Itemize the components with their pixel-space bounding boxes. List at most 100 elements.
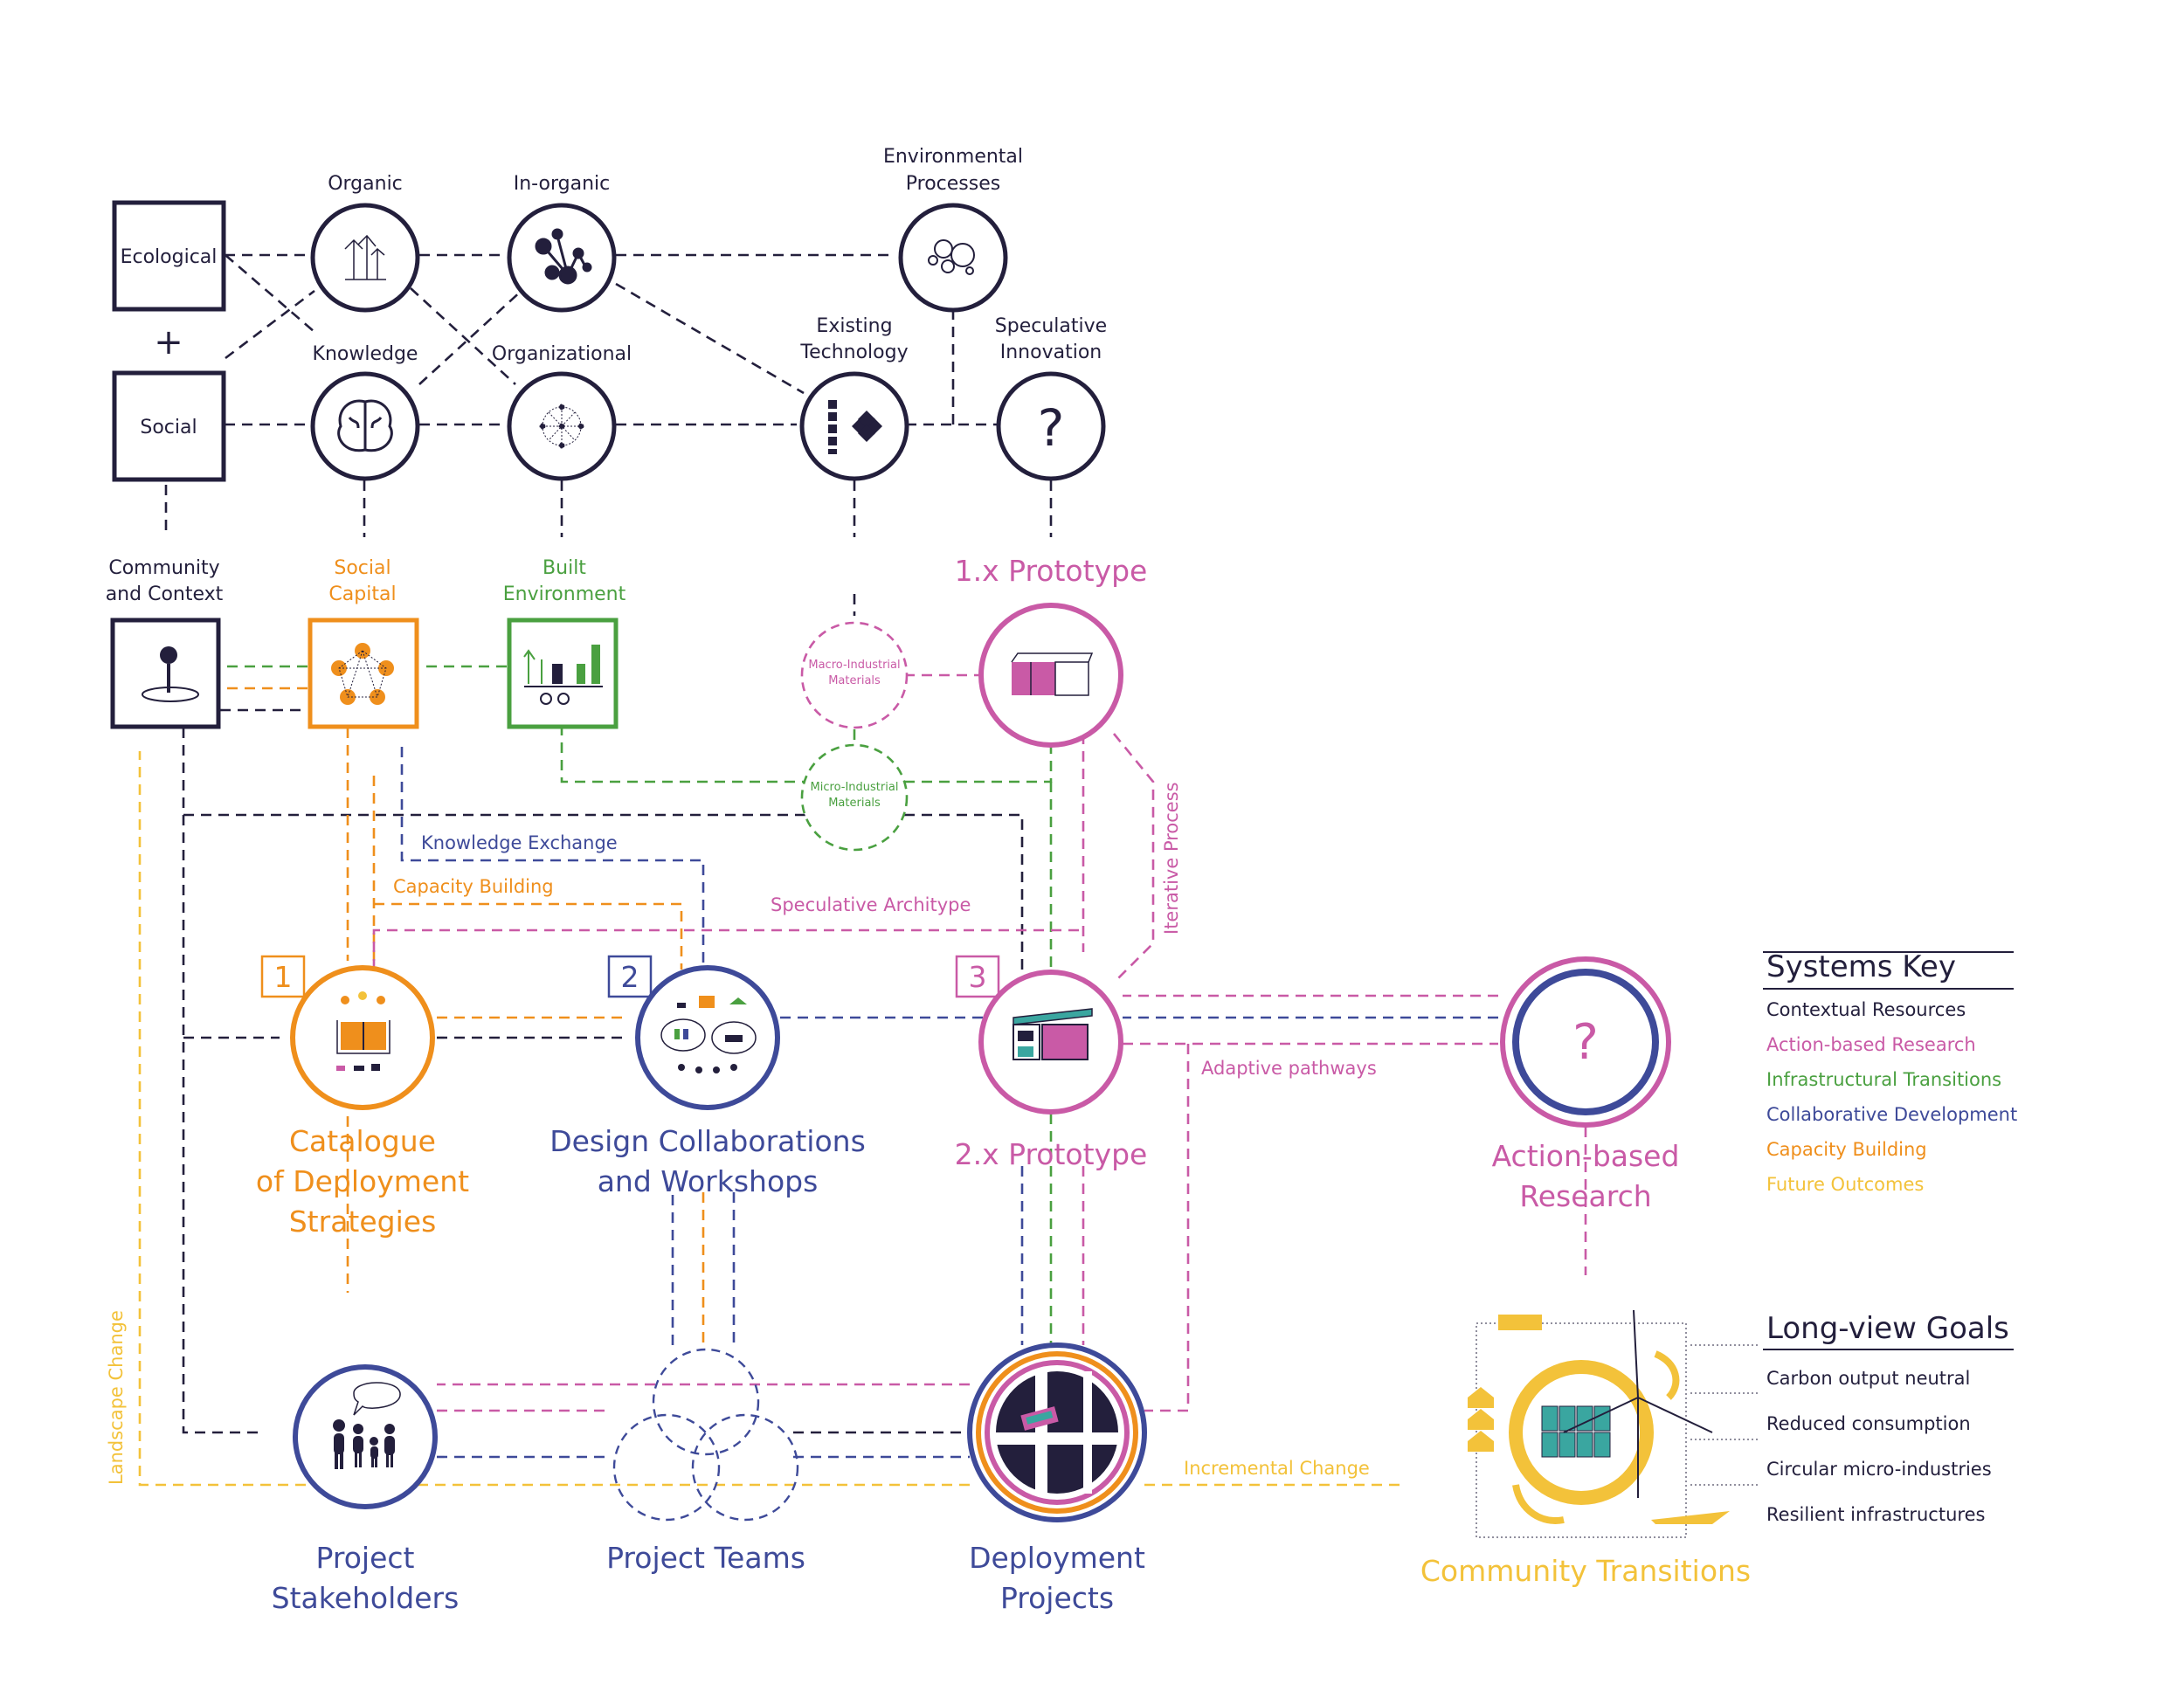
prototype-2x-node: 3 2.x Prototype <box>955 955 1147 1171</box>
connectors <box>138 253 1587 1487</box>
community-transitions-node: Community Transitions <box>1420 1309 1760 1588</box>
action-label-2: Research <box>1519 1179 1651 1213</box>
deployment-label-2: Projects <box>1000 1581 1114 1615</box>
stakeholders-label-1: Project <box>316 1541 415 1575</box>
step-number-1: 1 <box>274 960 293 994</box>
long-view-goal-item: Carbon output neutral <box>1766 1368 1970 1389</box>
bubbles-icon <box>928 239 975 275</box>
macro-industrial-node: Macro-Industrial Materials <box>800 621 909 729</box>
systems-key-item: Collaborative Development <box>1766 1104 2017 1125</box>
social-network-icon <box>331 643 394 705</box>
connector-knowledge-inorganic <box>418 287 525 385</box>
catalogue-label-2: of Deployment <box>256 1164 469 1198</box>
book-icon <box>336 991 390 1071</box>
wind-turbine-icon <box>1563 1309 1713 1498</box>
speculative-architype-label: Speculative Architype <box>771 894 971 915</box>
connector-social-organic <box>225 289 315 360</box>
incremental-change-label: Incremental Change <box>1184 1458 1370 1479</box>
community-label-2: and Context <box>106 583 224 605</box>
community-label-1: Community <box>108 557 219 579</box>
social-box: Social <box>112 370 226 482</box>
action-research-node: ? Action-based Research <box>1492 956 1680 1213</box>
social-capital-label-2: Capital <box>328 583 396 605</box>
design-collaborations-node: 2 Design Collaborations and Workshops <box>549 955 866 1198</box>
existing-technology-node: Existing Technology <box>799 315 909 481</box>
knowledge-label: Knowledge <box>313 343 418 365</box>
question-mark-icon: ? <box>1038 398 1065 458</box>
catalogue-label-1: Catalogue <box>289 1124 436 1158</box>
design-label-2: and Workshops <box>598 1164 819 1198</box>
built-environment-icon <box>523 645 603 705</box>
long-view-goal-item: Reduced consumption <box>1766 1413 1971 1434</box>
systems-key-item: Contextual Resources <box>1766 999 1966 1020</box>
iterative-process-label: Iterative Process <box>1161 782 1182 935</box>
landscape-change-label: Landscape Change <box>106 1310 127 1485</box>
inorganic-node: In-organic <box>507 173 617 313</box>
connector-speculative-architype <box>372 928 1083 970</box>
connector-capacity-building <box>374 902 683 970</box>
building-icon <box>1013 1008 1093 1060</box>
connector-built-micro <box>560 725 805 783</box>
stakeholders-node: Project Stakeholders <box>272 1364 459 1615</box>
deployment-label-1: Deployment <box>969 1541 1145 1575</box>
long-view-goal-item: Circular micro-industries <box>1766 1459 1992 1480</box>
connector-organic-organizational <box>410 287 516 385</box>
systems-key-item: Infrastructural Transitions <box>1766 1069 2001 1090</box>
trees-icon <box>344 234 386 280</box>
adaptive-pathways-label: Adaptive pathways <box>1201 1058 1377 1079</box>
question-mark-icon-2: ? <box>1572 1014 1599 1071</box>
long-view-goal-item: Resilient infrastructures <box>1766 1504 1985 1525</box>
env-processes-label-2: Processes <box>906 173 1000 195</box>
network-icon <box>539 404 584 449</box>
prototype-1x-node: 1.x Prototype <box>955 554 1148 748</box>
houses-icon <box>1468 1387 1730 1524</box>
connector-inorganic-existingtech <box>615 282 805 395</box>
workshop-icon <box>660 996 757 1073</box>
connector-knowledge-exchange <box>400 747 705 970</box>
molecule-icon <box>535 228 592 285</box>
location-pin-icon <box>142 646 199 702</box>
step-number-2: 2 <box>621 960 639 994</box>
environmental-processes-node: Environmental Processes <box>883 146 1023 313</box>
connector-navy-to-prototype2 <box>904 813 1024 978</box>
long-view-goals: Long-view Goals Carbon output neutralRed… <box>1763 1311 2014 1525</box>
env-processes-label-1: Environmental <box>883 146 1023 168</box>
action-label-1: Action-based <box>1492 1139 1680 1173</box>
people-icon <box>333 1382 401 1469</box>
built-env-label-1: Built <box>543 557 586 579</box>
project-teams-label: Project Teams <box>606 1541 805 1575</box>
site-plan-icon <box>996 1371 1118 1494</box>
organizational-label: Organizational <box>492 343 632 365</box>
brain-icon <box>337 399 393 452</box>
connector-ecological-knowledge <box>225 254 315 333</box>
deployment-projects-node: Deployment Projects <box>967 1342 1147 1615</box>
inorganic-label: In-organic <box>514 173 611 195</box>
knowledge-node: Knowledge <box>310 343 420 481</box>
systems-key-item: Future Outcomes <box>1766 1174 1924 1195</box>
systems-key: Systems Key Contextual ResourcesAction-b… <box>1763 949 2017 1195</box>
knowledge-exchange-label: Knowledge Exchange <box>421 832 618 853</box>
solar-panel-icon <box>1541 1405 1611 1458</box>
connector-adaptive-pathways <box>1144 1044 1190 1412</box>
connector-iterative-process <box>1112 733 1155 984</box>
built-env-label-2: Environment <box>503 583 626 605</box>
community-transitions-label: Community Transitions <box>1420 1554 1751 1588</box>
plus-sign: + <box>154 322 183 362</box>
social-label: Social <box>140 417 197 438</box>
prototype-1x-label: 1.x Prototype <box>955 554 1148 588</box>
spec-innov-label-1: Speculative <box>995 315 1107 337</box>
catalogue-node: 1 Catalogue of Deployment Strategies <box>256 955 469 1239</box>
ecological-label: Ecological <box>121 246 218 268</box>
micro-label-2: Materials <box>828 797 881 810</box>
community-context-node: Community and Context <box>106 557 224 729</box>
systems-key-title: Systems Key <box>1766 949 1956 984</box>
project-teams-node: Project Teams <box>606 1348 805 1575</box>
organizational-node: Organizational <box>492 343 632 481</box>
existing-tech-label-1: Existing <box>816 315 892 337</box>
step-number-3: 3 <box>969 960 987 994</box>
design-label-1: Design Collaborations <box>549 1124 866 1158</box>
micro-industrial-node: Micro-Industrial Materials <box>800 743 909 852</box>
spec-innov-label-2: Innovation <box>1000 342 1102 363</box>
